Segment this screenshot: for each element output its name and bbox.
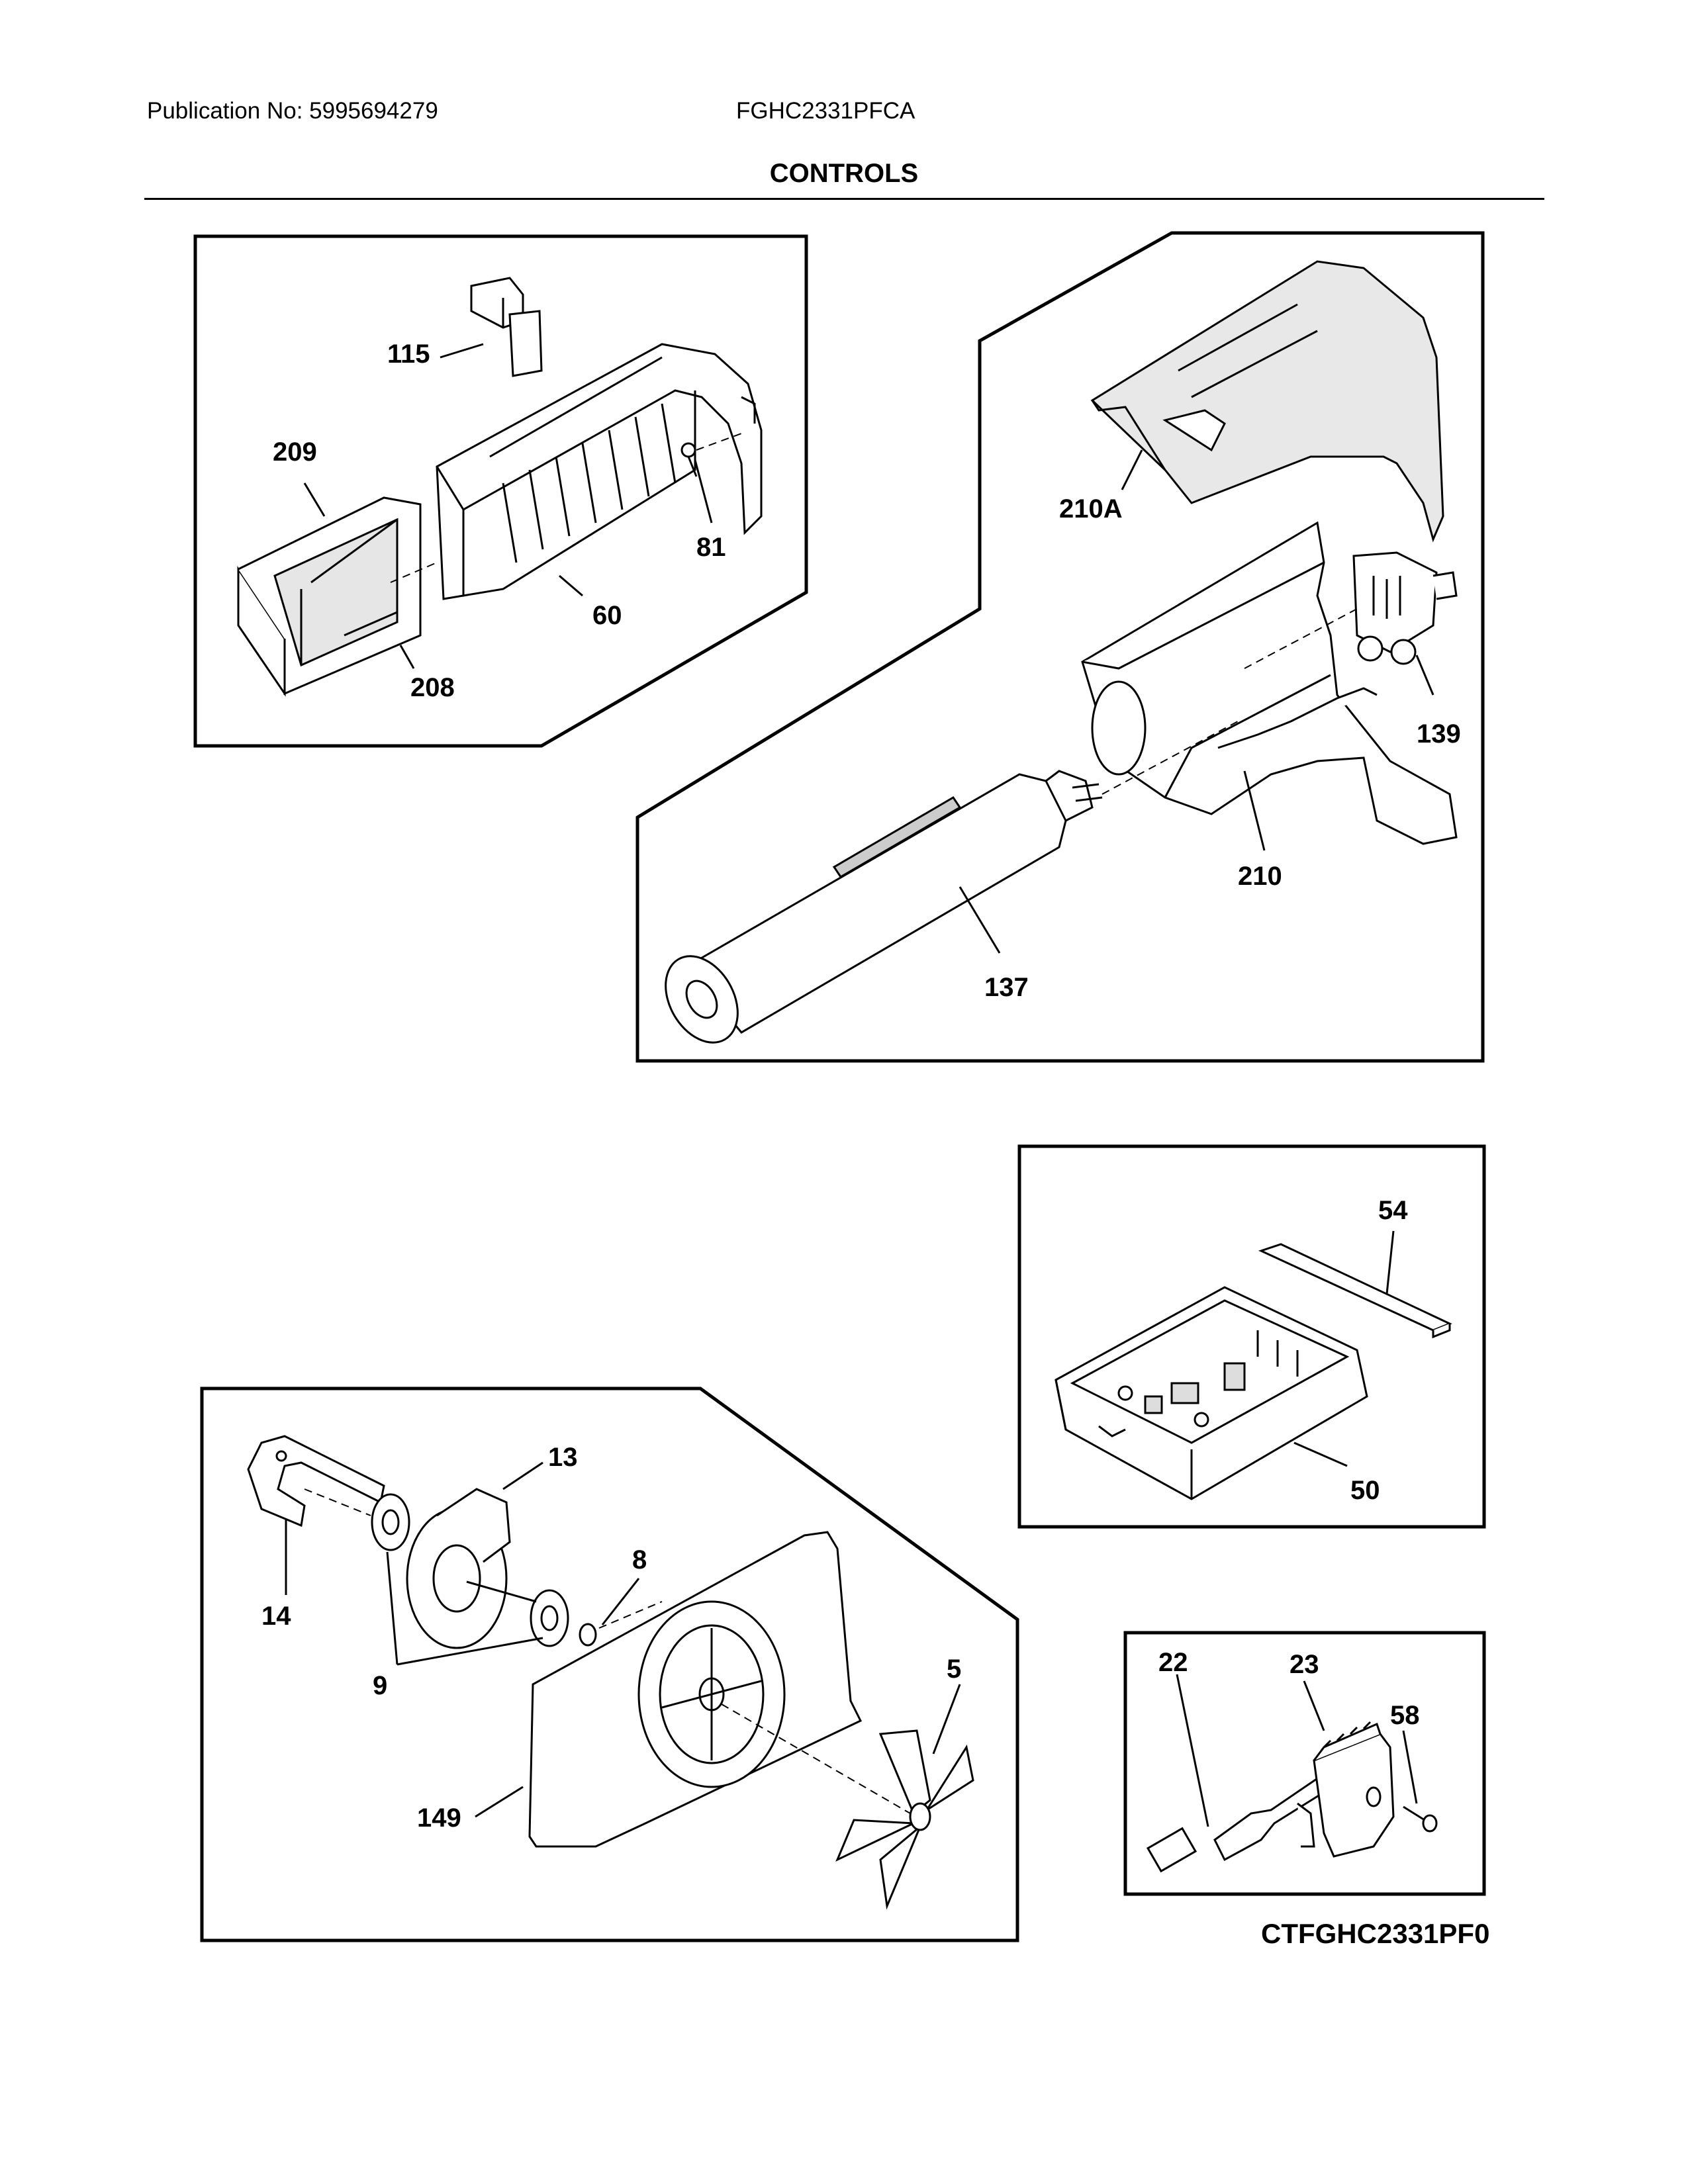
leader-lines-panel-5 (1176, 1674, 1418, 1827)
part-54-strip-icon (1258, 1243, 1452, 1339)
callout-137: 137 (984, 973, 1029, 1002)
callout-149: 149 (417, 1803, 461, 1833)
part-60-cover-icon (436, 343, 763, 600)
callout-23: 23 (1289, 1650, 1319, 1679)
part-208-209-filter-icon (237, 496, 422, 697)
callout-208: 208 (410, 673, 455, 702)
callout-81: 81 (696, 533, 726, 562)
assembly-line (304, 1488, 911, 1814)
panel-fan-border (200, 1387, 1019, 1942)
callout-50: 50 (1350, 1476, 1380, 1505)
page-title: CONTROLS (769, 159, 919, 188)
panel-water-filter-border (635, 231, 1485, 1063)
callout-5: 5 (947, 1655, 961, 1684)
part-8-washer-icon (579, 1623, 597, 1647)
callout-60: 60 (592, 601, 622, 630)
part-58-screw-icon (1403, 1805, 1438, 1833)
part-9-grommet-icon (371, 1493, 569, 1647)
part-5-fan-blade-icon (835, 1729, 974, 1910)
diagram-code: CTFGHC2331PF0 (1261, 1918, 1490, 1949)
part-81-screw-icon (680, 442, 698, 477)
part-149-shroud-icon (528, 1531, 863, 1848)
assembly-line (390, 433, 742, 583)
callout-210: 210 (1238, 862, 1282, 891)
part-23-bracket-icon (1297, 1721, 1395, 1858)
part-210A-icon (1090, 260, 1444, 543)
callout-22: 22 (1158, 1648, 1188, 1677)
part-14-bracket-icon (247, 1435, 385, 1527)
leader-lines-panel-4 (285, 1461, 961, 1818)
callout-58: 58 (1390, 1701, 1420, 1730)
callout-9: 9 (373, 1671, 387, 1700)
part-139-valve-icon (1352, 551, 1458, 665)
callout-210A: 210A (1059, 494, 1123, 523)
callout-13: 13 (548, 1443, 578, 1472)
callout-209: 209 (273, 437, 317, 467)
callout-labels: 115 209 81 60 208 210A 139 210 137 54 50… (261, 340, 1461, 1833)
publication-number: Publication No: 5995694279 (147, 98, 438, 124)
callout-139: 139 (1417, 719, 1461, 749)
callout-54: 54 (1378, 1196, 1408, 1225)
part-137-cartridge-icon (665, 770, 1103, 1044)
panel-thermistor-border (1123, 1631, 1486, 1896)
leader-lines-panel-2 (959, 449, 1434, 954)
header-rule (144, 198, 1544, 200)
leader-lines-panel-1 (303, 343, 713, 669)
part-115-icon (470, 277, 543, 377)
panel-control-board-border (1017, 1144, 1486, 1529)
assembly-line (1102, 608, 1358, 795)
panel-air-filter-border (193, 234, 808, 748)
callout-14: 14 (261, 1602, 291, 1631)
model-number: FGHC2331PFCA (736, 98, 915, 124)
callout-115: 115 (387, 340, 430, 369)
part-13-motor-icon (406, 1488, 537, 1649)
part-210-housing-icon (1081, 521, 1458, 845)
leader-lines-panel-3 (1293, 1230, 1395, 1467)
part-50-board-box-icon (1055, 1286, 1368, 1500)
callout-8: 8 (632, 1545, 647, 1574)
